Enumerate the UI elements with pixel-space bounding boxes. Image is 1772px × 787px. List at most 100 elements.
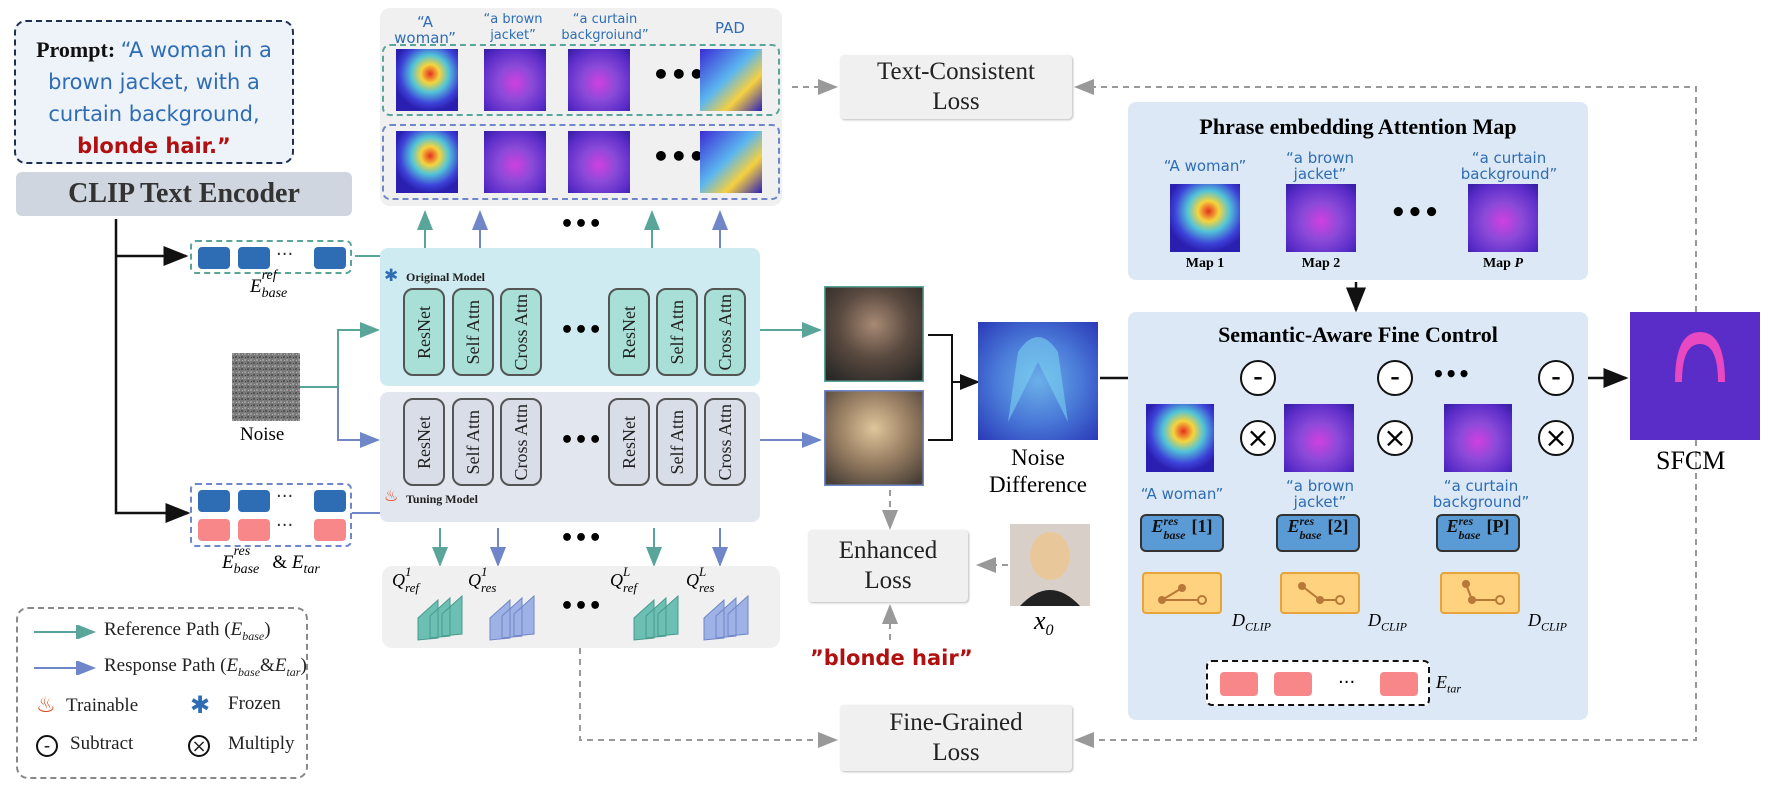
reference-attention-row — [382, 44, 780, 116]
q1-ref-stack — [417, 594, 463, 641]
reference-path-arrow — [34, 625, 96, 639]
distance-icon-p — [1462, 580, 1505, 605]
multiply-node-1: × — [1240, 420, 1276, 456]
tuned-output-image — [824, 390, 924, 486]
ref-map-pad — [700, 49, 762, 111]
phrase-attention-title: Phrase embedding Attention Map — [1199, 114, 1517, 139]
e-tar-box: ··· — [1206, 660, 1430, 706]
e-tar-dots: ··· — [1338, 672, 1356, 693]
orig-crossattn-2: Cross Attn — [704, 288, 746, 376]
phrase-label-jacket: “a brown jacket” — [1285, 149, 1355, 183]
multiply-node-2: × — [1377, 420, 1413, 456]
ref-map-woman — [396, 49, 458, 111]
phrase-map-1 — [1170, 184, 1240, 252]
orig-resnet-1: ResNet — [403, 288, 445, 376]
response-attention-row — [382, 124, 780, 200]
distance-icon-2 — [1298, 582, 1345, 605]
legend-box: Reference Path (Ebase) Response Path (Eb… — [16, 607, 308, 779]
res-map-jacket — [484, 131, 546, 193]
x0-label: x0 — [1034, 606, 1054, 640]
sfc-phrase-curtain: “a curtain background” — [1432, 477, 1530, 511]
res-token-1 — [198, 490, 230, 512]
sfc-dots: ••• — [1432, 362, 1471, 386]
res-map-curtain — [568, 131, 630, 193]
clip-text-encoder: CLIP Text Encoder — [16, 172, 352, 216]
ref-token-n — [314, 247, 346, 269]
dclip-label-1: DCLIP — [1232, 610, 1272, 634]
legend-reference-path: Reference Path (Ebase) — [104, 619, 271, 643]
legend-multiply: Multiply — [228, 733, 295, 754]
map-1-label: Map 1 — [1185, 256, 1225, 271]
map-2-label: Map 2 — [1301, 256, 1341, 271]
phrase-label-woman: “A woman” — [1163, 157, 1247, 175]
prompt-line-3: curtain background, — [48, 102, 260, 126]
sfc-phrase-jacket: “a brown jacket” — [1285, 477, 1355, 511]
tar-token-2 — [238, 519, 270, 541]
noise-image — [232, 353, 300, 421]
e-tar-label: Etar — [1436, 672, 1462, 696]
original-model-label: Original Model — [406, 270, 485, 284]
x0-image — [1010, 524, 1090, 606]
sfcm-label: SFCM — [1656, 446, 1726, 475]
sfc-map-2 — [1284, 404, 1354, 472]
sfcm-image — [1630, 312, 1760, 440]
subtract-node-2: - — [1377, 360, 1413, 396]
dclip-label-p: DCLIP — [1528, 610, 1568, 634]
qL-ref-stack — [633, 594, 679, 641]
subtract-node-3: - — [1538, 360, 1574, 396]
res-dots: ··· — [276, 486, 294, 507]
q-dots: ••• — [560, 594, 603, 619]
phrase-map-dots: ••• — [1390, 198, 1440, 228]
attn-label-curtain: “a curtain backgroiund” — [561, 12, 649, 43]
res-map-woman — [396, 131, 458, 193]
clip-distance-box-p — [1440, 572, 1520, 614]
legend-trainable: Trainable — [66, 695, 139, 716]
dots-lower: ••• — [560, 526, 603, 551]
res-map-pad — [700, 131, 762, 193]
legend-response-path: Response Path (Ebase&Etar) — [104, 655, 307, 679]
tune-dots: ••• — [560, 428, 603, 453]
ref-token-2 — [238, 247, 270, 269]
response-path-arrow — [34, 661, 96, 675]
tune-crossattn-1: Cross Attn — [500, 398, 542, 486]
clip-distance-box-1 — [1142, 572, 1222, 614]
ref-map-curtain — [568, 49, 630, 111]
sfc-title: Semantic-Aware Fine Control — [1218, 322, 1498, 347]
ref-dots: ··· — [276, 244, 294, 265]
ref-map-jacket — [484, 49, 546, 111]
trainable-flame-icon: ♨ — [36, 693, 56, 718]
map-p-label: Map P — [1482, 256, 1524, 271]
orig-crossattn-1: Cross Attn — [500, 288, 542, 376]
dclip-label-2: DCLIP — [1368, 610, 1408, 634]
flame-icon: ♨ — [384, 486, 399, 505]
tune-selfattn-2: Self Attn — [656, 398, 698, 486]
legend-subtract: Subtract — [70, 733, 134, 754]
tuning-model-label: Tuning Model — [406, 492, 478, 506]
phrase-map-p — [1468, 184, 1538, 252]
prompt-line-1: “A woman in a — [120, 38, 272, 62]
tune-selfattn-1: Self Attn — [452, 398, 494, 486]
subtract-icon: - — [36, 735, 58, 757]
subtract-node-1: - — [1240, 360, 1276, 396]
orig-dots: ••• — [560, 318, 603, 343]
multiply-icon: × — [188, 735, 210, 757]
res-token-2 — [238, 490, 270, 512]
orig-selfattn-2: Self Attn — [656, 288, 698, 376]
legend-frozen: Frozen — [228, 693, 281, 714]
res-tar-embedding-box: ··· ··· — [190, 483, 352, 547]
sfc-map-1 — [1146, 404, 1214, 472]
prompt-line-2: brown jacket, with a — [48, 70, 260, 94]
attn-label-woman: “A woman” — [394, 13, 456, 47]
tune-resnet-1: ResNet — [403, 398, 445, 486]
original-output-image — [824, 286, 924, 382]
dots-upper: ••• — [560, 212, 603, 237]
res-map-dots: ••• — [652, 140, 706, 173]
